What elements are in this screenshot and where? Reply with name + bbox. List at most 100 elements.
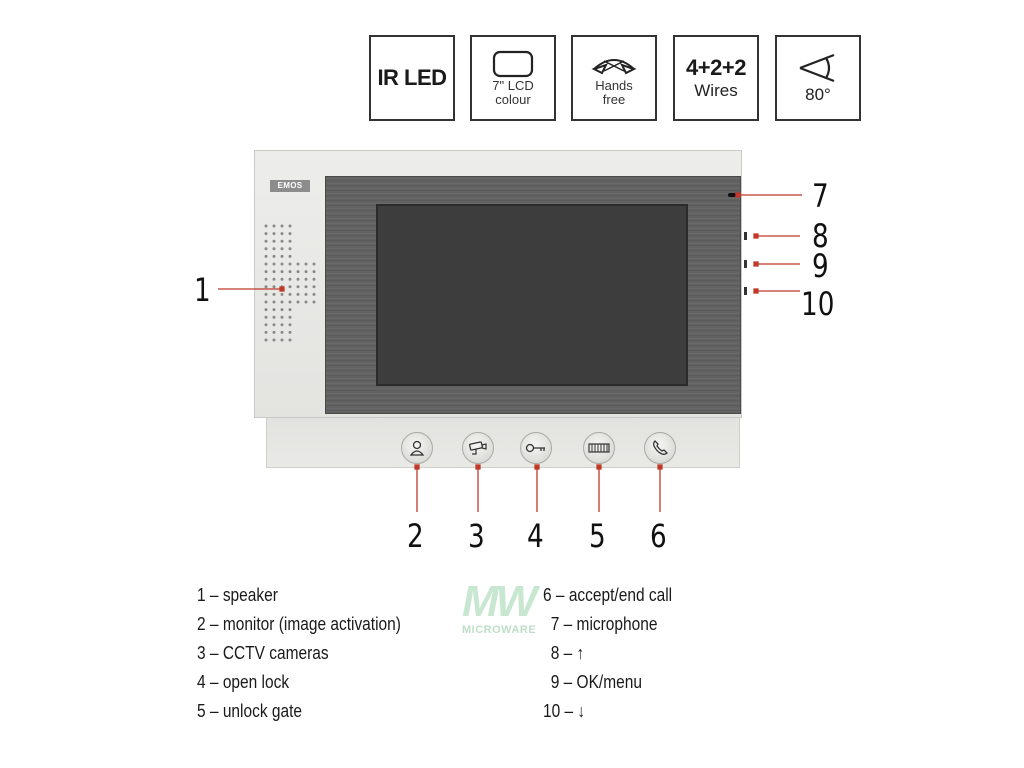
feature-lcd-line1: 7" LCD: [492, 78, 534, 93]
grille-hole: [272, 308, 276, 312]
grille-hole: [264, 239, 268, 243]
grille-hole: [288, 277, 292, 281]
lcd-screen-icon: [492, 50, 534, 78]
callout-6: 6: [650, 517, 667, 555]
feature-ir-led-label: IR LED: [377, 65, 447, 90]
grille-hole: [272, 224, 276, 228]
grille-hole: [280, 292, 284, 296]
grille-hole: [280, 247, 284, 251]
feature-lcd-line2: colour: [495, 92, 531, 107]
grille-hole: [272, 330, 276, 334]
callout-3: 3: [468, 517, 485, 555]
side-key-ok-menu[interactable]: [744, 260, 747, 268]
legend-item: 7 – microphone: [550, 614, 658, 634]
callout-7: 7: [812, 177, 829, 215]
grille-hole: [296, 292, 300, 296]
grille-hole: [280, 224, 284, 228]
phone-handset-icon: [653, 440, 668, 455]
grille-hole: [296, 262, 300, 266]
grille-hole: [280, 232, 284, 236]
grille-hole: [296, 300, 300, 304]
feature-viewing-angle: 80°: [775, 35, 861, 121]
grille-hole: [272, 338, 276, 342]
microphone: [728, 193, 736, 197]
grille-hole: [264, 270, 268, 274]
grille-hole: [264, 315, 268, 319]
call-button[interactable]: [644, 432, 676, 464]
callout-9: 9: [812, 247, 829, 285]
grille-hole: [288, 239, 292, 243]
side-key-up[interactable]: [744, 232, 747, 240]
grille-hole: [264, 262, 268, 266]
gate-icon: [588, 443, 610, 453]
person-icon: [409, 440, 425, 456]
grille-hole: [280, 277, 284, 281]
feature-lcd: 7" LCD colour: [470, 35, 556, 121]
speaker-grille: /* placeholder, dots drawn below */: [264, 224, 316, 342]
grille-hole: [288, 338, 292, 342]
legend-item: 9 – OK/menu: [550, 672, 642, 692]
key-icon: [525, 443, 545, 453]
grille-hole: [304, 285, 308, 289]
hands-free-icon: [591, 59, 637, 75]
monitor-button[interactable]: [401, 432, 433, 464]
feature-wires: 4+2+2 Wires: [673, 35, 759, 121]
grille-hole: [288, 292, 292, 296]
cctv-button[interactable]: [462, 432, 494, 464]
lcd-screen: [376, 204, 688, 386]
grille-hole: [264, 254, 268, 258]
grille-hole: [264, 277, 268, 281]
grille-hole: [288, 270, 292, 274]
legend-item: 5 – unlock gate: [197, 701, 303, 721]
grille-hole: [280, 308, 284, 312]
unlock-gate-button[interactable]: [583, 432, 615, 464]
feature-hands-free: Hands free: [571, 35, 657, 121]
side-key-down[interactable]: [744, 287, 747, 295]
grille-hole: [312, 285, 316, 289]
grille-hole: [272, 315, 276, 319]
watermark-mark: MW: [462, 577, 537, 626]
callout-1: 1: [194, 271, 211, 309]
grille-hole: [288, 232, 292, 236]
callout-4: 4: [527, 517, 544, 555]
grille-hole: [264, 224, 268, 228]
grille-hole: [312, 270, 316, 274]
grille-hole: [280, 338, 284, 342]
grille-hole: [280, 254, 284, 258]
viewing-angle-icon: [799, 53, 835, 83]
grille-hole: [280, 262, 284, 266]
grille-hole: [304, 277, 308, 281]
grille-hole: [264, 323, 268, 327]
grille-hole: [272, 300, 276, 304]
feature-viewing-angle-label: 80°: [805, 85, 831, 104]
legend-item: 2 – monitor (image activation): [197, 614, 401, 634]
grille-hole: [304, 262, 308, 266]
legend-item: 6 – accept/end call: [543, 585, 673, 605]
grille-hole: [280, 315, 284, 319]
grille-hole: [312, 262, 316, 266]
legend-item: 1 – speaker: [197, 585, 278, 605]
watermark-text: MICROWARE: [462, 624, 537, 636]
open-lock-button[interactable]: [520, 432, 552, 464]
grille-hole: [280, 300, 284, 304]
grille-hole: [288, 262, 292, 266]
grille-hole: [272, 239, 276, 243]
grille-hole: [264, 232, 268, 236]
legend-item: 8 – ↑: [550, 643, 585, 663]
grille-hole: [280, 239, 284, 243]
grille-hole: [272, 254, 276, 258]
cctv-camera-icon: [469, 441, 487, 455]
grille-hole: [280, 323, 284, 327]
grille-hole: [264, 330, 268, 334]
callout-8: 8: [812, 217, 829, 255]
grille-hole: [288, 285, 292, 289]
grille-hole: [304, 300, 308, 304]
legend-left: 1 – speaker 2 – monitor (image activatio…: [197, 581, 401, 726]
grille-hole: [312, 277, 316, 281]
legend-item: 3 – CCTV cameras: [197, 643, 329, 663]
callout-10: 10: [801, 285, 835, 323]
grille-hole: [312, 300, 316, 304]
grille-hole: [304, 292, 308, 296]
grille-hole: [296, 277, 300, 281]
